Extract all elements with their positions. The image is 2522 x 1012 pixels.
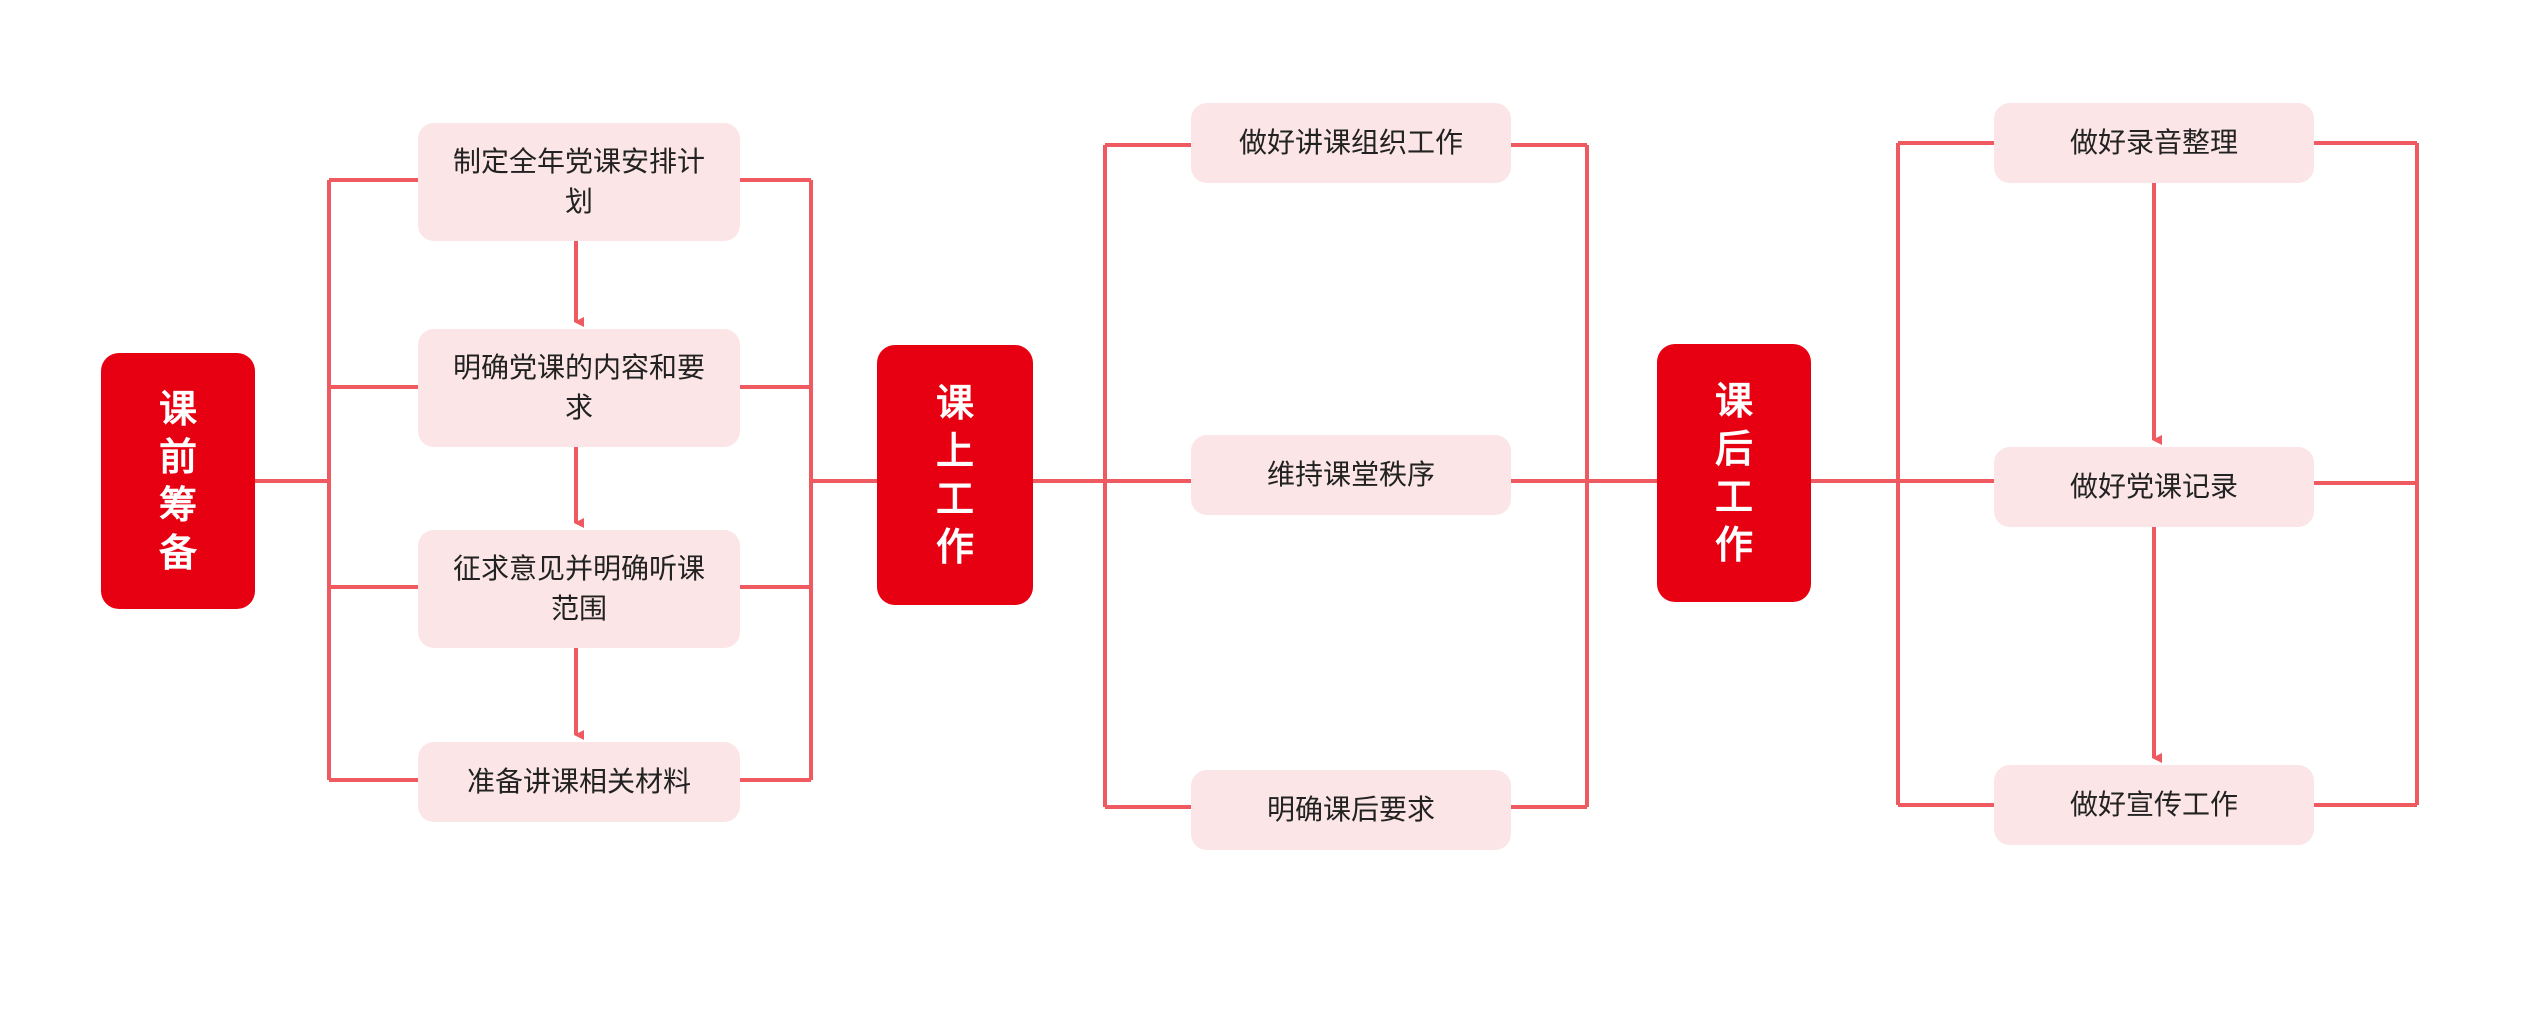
task-prepare-materials-label: 准备讲课相关材料 — [466, 765, 691, 798]
task-publicity-label: 做好宣传工作 — [2069, 788, 2238, 821]
task-post-requirements: 明确课后要求 — [1191, 770, 1511, 850]
task-transcribe-recording-label: 做好录音整理 — [2069, 126, 2238, 159]
task-annual-plan: 制定全年党课安排计划 — [418, 123, 740, 241]
task-post-requirements-label: 明确课后要求 — [1266, 793, 1435, 826]
stage-post-class-label: 课 后 工 作 — [1714, 379, 1753, 567]
task-record-lesson-label: 做好党课记录 — [2069, 470, 2238, 503]
task-content-requirements-label: 明确党课的内容和要求 — [452, 351, 705, 424]
task-organize-lecture: 做好讲课组织工作 — [1191, 103, 1511, 183]
stage-pre-class-label: 课 前 筹 备 — [158, 387, 197, 575]
task-prepare-materials: 准备讲课相关材料 — [418, 742, 740, 822]
task-content-requirements: 明确党课的内容和要求 — [418, 329, 740, 447]
task-transcribe-recording: 做好录音整理 — [1994, 103, 2314, 183]
task-record-lesson: 做好党课记录 — [1994, 447, 2314, 527]
task-annual-plan-label: 制定全年党课安排计划 — [452, 145, 705, 218]
task-publicity: 做好宣传工作 — [1994, 765, 2314, 845]
stage-in-class-label: 课 上 工 作 — [935, 381, 974, 569]
stage-in-class: 课 上 工 作 — [877, 345, 1033, 605]
task-solicit-opinions: 征求意见并明确听课范围 — [418, 530, 740, 648]
stage-post-class: 课 后 工 作 — [1657, 344, 1811, 602]
task-maintain-order-label: 维持课堂秩序 — [1266, 458, 1435, 491]
task-organize-lecture-label: 做好讲课组织工作 — [1238, 126, 1463, 159]
task-maintain-order: 维持课堂秩序 — [1191, 435, 1511, 515]
task-solicit-opinions-label: 征求意见并明确听课范围 — [452, 552, 705, 625]
stage-pre-class: 课 前 筹 备 — [101, 353, 255, 609]
